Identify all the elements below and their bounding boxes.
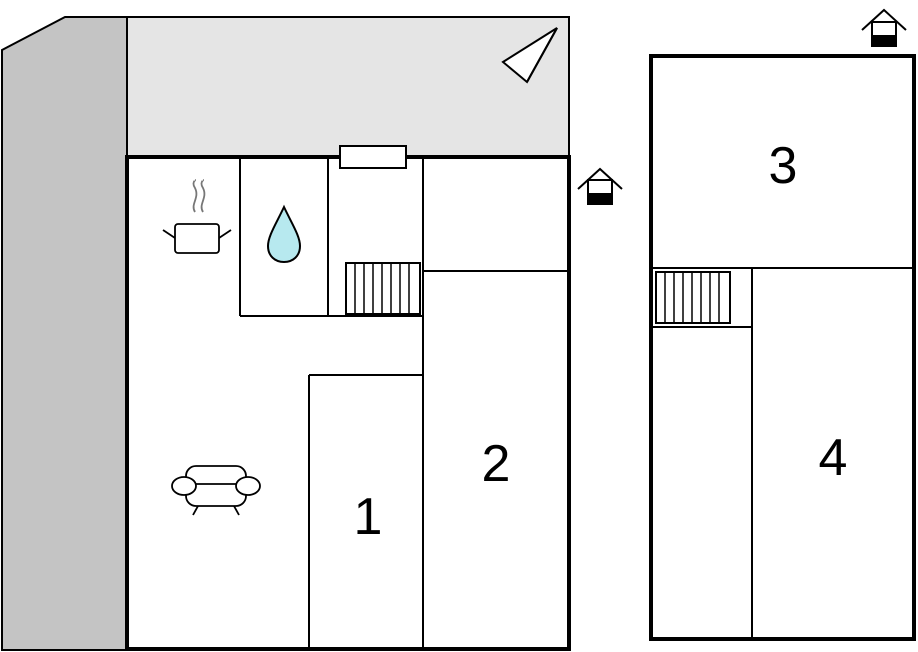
room-1-label: 1 bbox=[354, 488, 383, 546]
house-entrance-icon bbox=[861, 8, 907, 47]
stairs-icon bbox=[655, 271, 731, 324]
room-3-label: 3 bbox=[769, 137, 798, 195]
compass-icon bbox=[501, 27, 558, 84]
room-2-label: 2 bbox=[482, 435, 511, 493]
upper-floor-interior-walls bbox=[651, 267, 914, 639]
room-4-label: 4 bbox=[819, 429, 848, 487]
house-entrance-icon bbox=[577, 167, 623, 205]
ground-floor-interior-walls bbox=[239, 157, 569, 649]
upper-floor-outline bbox=[649, 54, 916, 641]
sofa-icon bbox=[171, 465, 261, 516]
window bbox=[339, 145, 407, 169]
water-drop-icon bbox=[266, 204, 302, 264]
terrace bbox=[126, 16, 570, 158]
stairs-icon bbox=[345, 262, 421, 315]
walkway bbox=[1, 16, 128, 651]
cooking-pot-icon bbox=[162, 179, 232, 254]
